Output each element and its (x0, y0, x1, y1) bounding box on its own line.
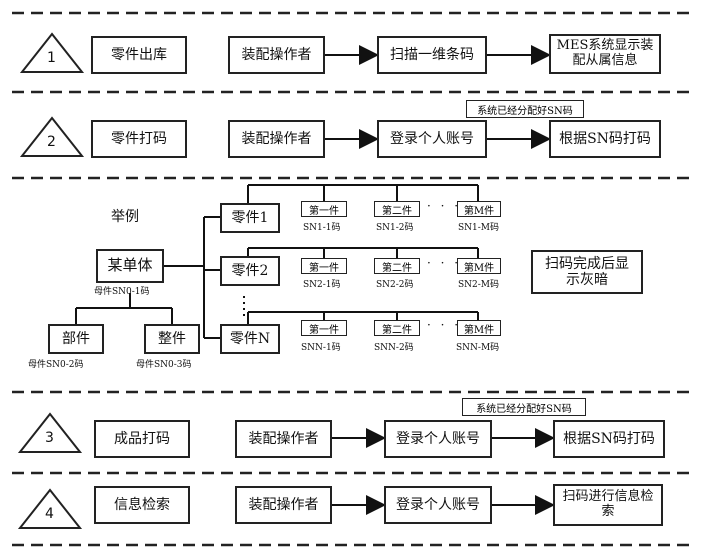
step-number-1: 1 (47, 50, 56, 66)
part-2-item-2: 第二件 (374, 258, 420, 274)
part-1-node: 零件1 (220, 203, 280, 233)
tree-root-caption: 母件SN0-1码 (94, 287, 150, 297)
section-3-print: 根据SN码打码 (553, 420, 665, 458)
part-n-item-2: 第二件 (374, 320, 420, 336)
section-1-scan: 扫描一维条码 (377, 36, 487, 74)
part-2-item-1: 第一件 (301, 258, 347, 274)
tree-root: 某单体 (96, 249, 164, 283)
part-2-item-m: 第M件 (457, 258, 501, 274)
part-n-item-m: 第M件 (457, 320, 501, 336)
tree-left-caption: 母件SN0-2码 (28, 360, 84, 370)
section-4-operator: 装配操作者 (235, 486, 332, 524)
section-2-note: 系统已经分配好SN码 (466, 100, 584, 118)
example-label: 举例 (111, 209, 139, 225)
section-4-search: 扫码进行信息检索 (553, 484, 663, 526)
section-3-note: 系统已经分配好SN码 (462, 398, 586, 416)
part-1-item-1-code: SN1-1码 (303, 223, 341, 233)
section-2-print: 根据SN码打码 (549, 120, 661, 158)
section-1-title: 零件出库 (91, 36, 187, 74)
part-n-item-1-code: SNN-1码 (301, 343, 341, 353)
part-1-ellipsis: · · · (427, 199, 462, 213)
section-3-login: 登录个人账号 (384, 420, 492, 458)
section-1-operator: 装配操作者 (228, 36, 325, 74)
part-2-item-m-code: SN2-M码 (458, 280, 500, 290)
tree-right-caption: 母件SN0-3码 (136, 360, 192, 370)
section-1-display: MES系统显示装配从属信息 (549, 34, 661, 74)
step-number-3: 3 (45, 430, 54, 446)
part-1-item-m-code: SN1-M码 (458, 223, 500, 233)
part-n-node: 零件N (220, 324, 280, 354)
part-1-item-2: 第二件 (374, 201, 420, 217)
section-4-login: 登录个人账号 (384, 486, 492, 524)
part-1-item-2-code: SN1-2码 (376, 223, 414, 233)
part-n-ellipsis: · · · (427, 318, 462, 332)
part-n-item-m-code: SNN-M码 (456, 343, 500, 353)
section-4-title: 信息检索 (94, 486, 190, 524)
part-1-item-m: 第M件 (457, 201, 501, 217)
section-3-operator: 装配操作者 (235, 420, 332, 458)
section-3-title: 成品打码 (94, 420, 190, 458)
section-2-login: 登录个人账号 (377, 120, 487, 158)
part-n-item-1: 第一件 (301, 320, 347, 336)
grey-out-note: 扫码完成后显示灰暗 (531, 250, 643, 294)
part-n-item-2-code: SNN-2码 (374, 343, 414, 353)
part-1-item-1: 第一件 (301, 201, 347, 217)
tree-right-node: 整件 (144, 324, 200, 354)
part-2-item-2-code: SN2-2码 (376, 280, 414, 290)
step-number-2: 2 (47, 134, 56, 150)
section-2-operator: 装配操作者 (228, 120, 325, 158)
step-number-4: 4 (45, 506, 54, 522)
part-2-node: 零件2 (220, 256, 280, 286)
part-2-item-1-code: SN2-1码 (303, 280, 341, 290)
tree-left-node: 部件 (48, 324, 104, 354)
section-2-title: 零件打码 (91, 120, 187, 158)
part-2-ellipsis: · · · (427, 256, 462, 270)
